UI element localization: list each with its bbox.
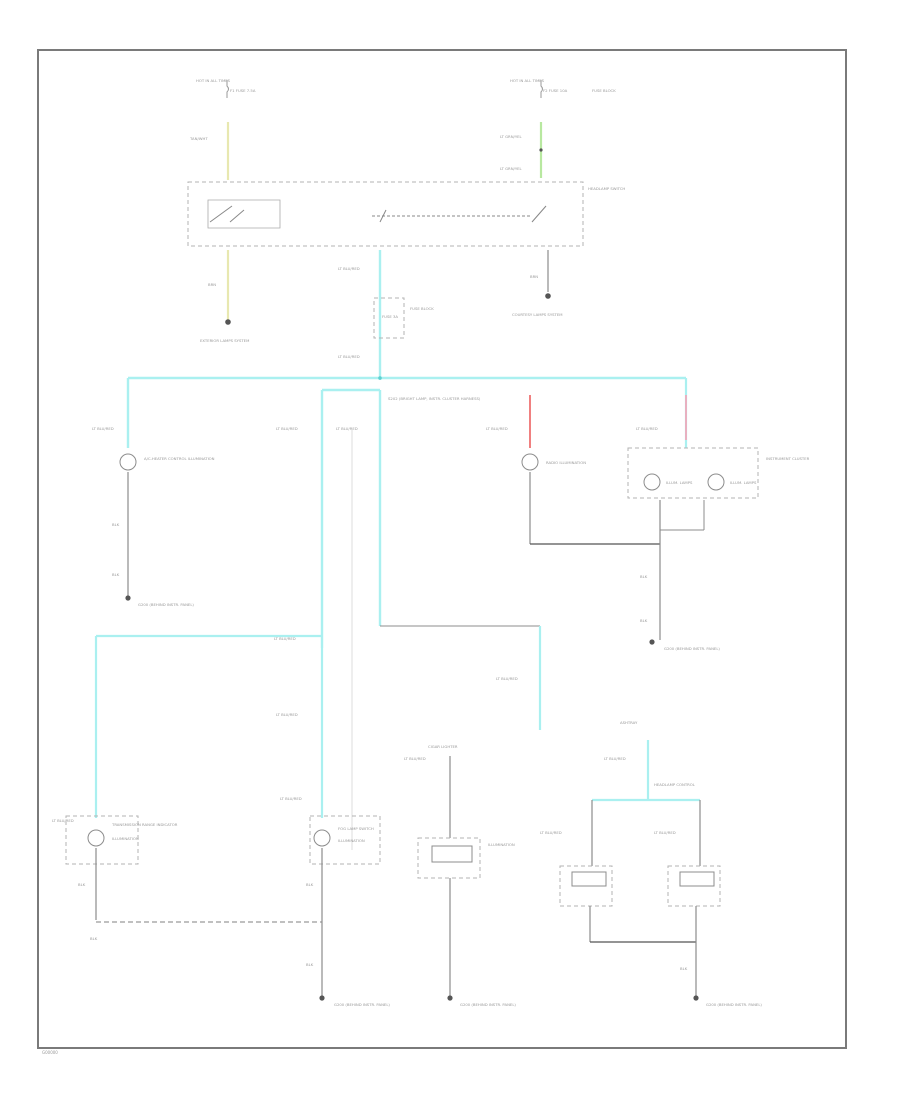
fog-lamp — [313, 829, 331, 847]
trans-lamp — [87, 829, 105, 847]
cigar-lamp — [431, 845, 473, 863]
illum-lamps-label: ILLUM. LAMPS — [666, 480, 693, 485]
trans-label: TRANSMISSION RANGE INDICATOR — [111, 822, 178, 827]
lt-blu-red-d-label: LT BLU/RED — [486, 426, 508, 431]
lt-blu-red-k-label: LT BLU/RED — [404, 756, 426, 761]
wire-lt-grn-label: LT GRN/YEL — [500, 134, 523, 139]
footer-code: G00000 — [42, 1050, 58, 1055]
switch-arm-left2 — [229, 209, 245, 223]
g200-c-label: G200 (BEHIND INSTR. PANEL) — [334, 1002, 390, 1007]
fog-label: FOG LAMP SWITCH — [338, 826, 374, 831]
headlamp-switch-label: HEADLAMP SWITCH — [588, 186, 625, 191]
blk-a-label: BLK — [112, 522, 120, 527]
lt-blu-red-i-label: LT BLU/RED — [280, 796, 302, 801]
wire-brn2-label: BRN — [530, 274, 538, 279]
lt-blu-red-h-label: LT BLU/RED — [276, 712, 298, 717]
fuse-block3-label: FUSE BLOCK — [410, 306, 434, 311]
lt-blu-red-main-label: LT BLU/RED — [338, 354, 360, 359]
ashtray-lamp-r — [679, 871, 715, 887]
hot-label-left: HOT IN ALL TIMES — [196, 78, 231, 83]
g200-e-label: G200 (BEHIND INSTR. PANEL) — [706, 1002, 762, 1007]
cluster-lamp-1 — [643, 473, 661, 491]
blk-c-label: BLK — [640, 618, 648, 623]
ground-fog — [319, 995, 325, 1001]
trans-box — [65, 815, 139, 865]
exterior-lamps-terminal — [225, 319, 231, 325]
courtesy-lamps-terminal — [545, 293, 551, 299]
ac-heater-lamp — [119, 453, 137, 471]
fuse-block-label: FUSE BLOCK — [592, 88, 616, 93]
ashtray-label: ASHTRAY — [620, 720, 638, 725]
ground-ashtray — [693, 995, 699, 1001]
ground-cluster — [649, 639, 655, 645]
g200-a-label: G200 (BEHIND INSTR. PANEL) — [138, 602, 194, 607]
blk-b-label: BLK — [640, 574, 648, 579]
radio-label: RADIO ILLUMINATION — [546, 460, 586, 465]
illum3-label: ILLUMINATION — [488, 842, 515, 847]
lt-blu-red-g-label: LT BLU/RED — [274, 636, 296, 641]
switch-arm-mid — [379, 209, 387, 223]
blk-e-label: BLK — [90, 936, 98, 941]
fuse3-box — [373, 297, 405, 339]
lt-blu-red-n-label: LT BLU/RED — [654, 830, 676, 835]
splice-dot — [539, 148, 543, 152]
wire-brn-label: BRN — [208, 282, 216, 287]
cigar-box — [417, 837, 481, 879]
instrument-cluster-label: INSTRUMENT CLUSTER — [766, 456, 810, 461]
wire-lt-grn-label2: LT GRN/YEL — [500, 166, 523, 171]
instrument-cluster-box — [627, 447, 759, 499]
blk-f-label: BLK — [306, 882, 314, 887]
diagram-frame — [37, 49, 847, 1049]
ashtray-lamp-l — [571, 871, 607, 887]
switch-arm-right — [531, 205, 547, 223]
splice-label: S202 (BRIGHT LAMP, INSTR. CLUSTER HARNES… — [388, 396, 481, 401]
illum-lamps2-label: ILLUM. LAMPS — [730, 480, 757, 485]
lt-blu-red-a-label: LT BLU/RED — [92, 426, 114, 431]
bus-splice — [378, 376, 382, 380]
fuse3-label: FUSE 3A — [382, 314, 398, 319]
lt-blu-red-b-label: LT BLU/RED — [276, 426, 298, 431]
cigar-label: CIGAR LIGHTER — [428, 744, 458, 749]
courtesy-lamps-label: COURTESY LAMPS SYSTEM — [512, 312, 563, 317]
ac-heater-label: A/C-HEATER CONTROL ILLUMINATION — [144, 456, 215, 461]
illum1-label: ILLUMINATION — [112, 836, 139, 841]
blk-d-label: BLK — [78, 882, 86, 887]
lt-blu-red-j-label: LT BLU/RED — [52, 818, 74, 823]
blk-g-label: BLK — [306, 962, 314, 967]
fuse-left-label: F1 FUSE 7.5A — [230, 88, 256, 93]
wire-tan-wht-label: TAN/WHT — [189, 136, 208, 141]
exterior-lamps-label: EXTERIOR LAMPS SYSTEM — [200, 338, 249, 343]
fuse-right-label: F2 FUSE 10A — [543, 88, 568, 93]
headlamp-ctrl-label: HEADLAMP CONTROL — [654, 782, 696, 787]
lt-blu-red-top-label: LT BLU/RED — [338, 266, 360, 271]
ground-ac — [125, 595, 131, 601]
fuse-left-symbol — [226, 80, 229, 98]
g200-b-label: G200 (BEHIND INSTR. PANEL) — [664, 646, 720, 651]
ashtray-box-r — [667, 865, 721, 907]
hot-label-right: HOT IN ALL TIMES — [510, 78, 545, 83]
cluster-lamp-2 — [707, 473, 725, 491]
headlamp-switch-box — [187, 181, 584, 247]
lt-blu-red-e-label: LT BLU/RED — [636, 426, 658, 431]
fuse-right-symbol — [540, 80, 543, 98]
switch-arm-left — [209, 205, 233, 223]
switch-contact-left — [207, 199, 281, 229]
ashtray-box-l — [559, 865, 613, 907]
lt-blu-red-l-label: LT BLU/RED — [604, 756, 626, 761]
illum2-label: ILLUMINATION — [338, 838, 365, 843]
fog-box — [309, 815, 381, 865]
lt-blu-red-f-label: LT BLU/RED — [496, 676, 518, 681]
g200-d-label: G200 (BEHIND INSTR. PANEL) — [460, 1002, 516, 1007]
lt-blu-red-c-label: LT BLU/RED — [336, 426, 358, 431]
radio-lamp — [521, 453, 539, 471]
lt-blu-red-m-label: LT BLU/RED — [540, 830, 562, 835]
blk-h-label: BLK — [680, 966, 688, 971]
blk-a2-label: BLK — [112, 572, 120, 577]
ground-cigar — [447, 995, 453, 1001]
